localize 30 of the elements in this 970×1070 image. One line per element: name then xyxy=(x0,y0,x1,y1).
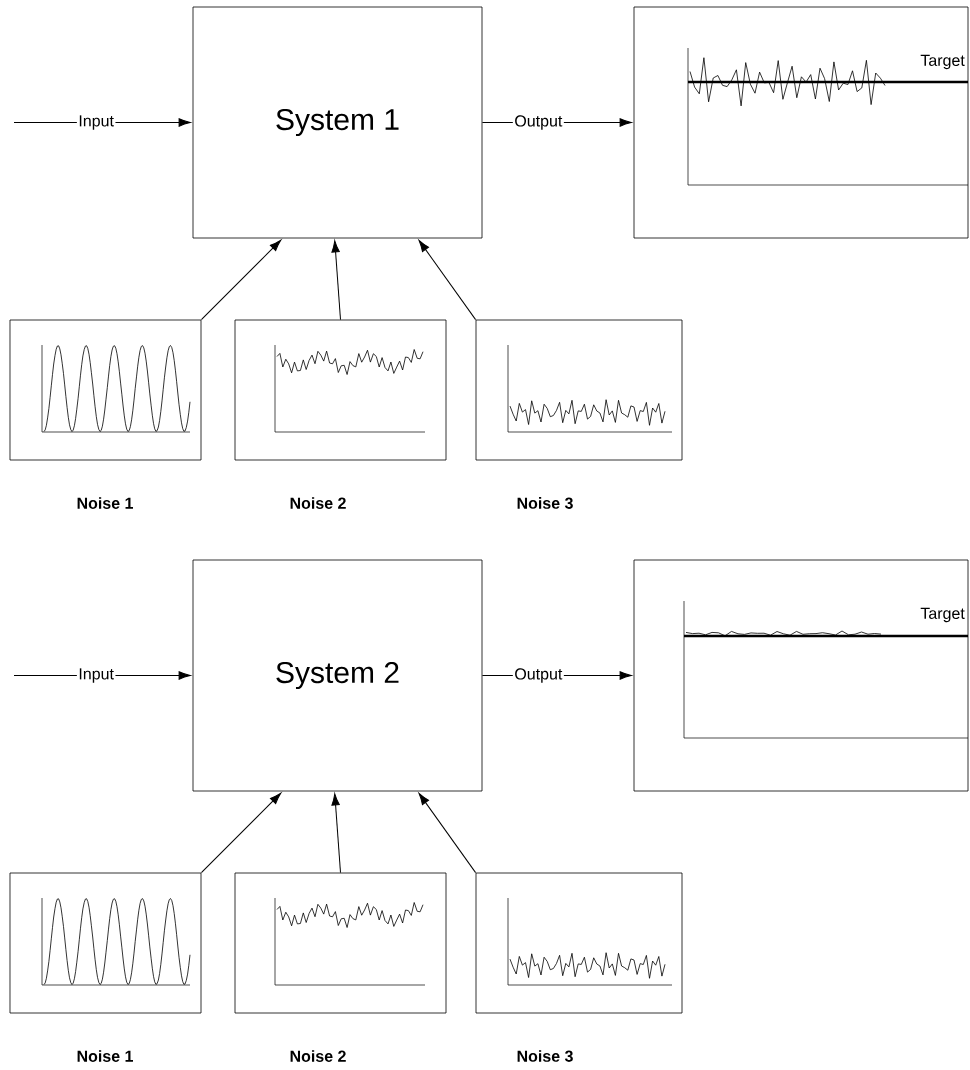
edge-label: Output xyxy=(512,666,564,685)
arrow xyxy=(13,118,191,127)
noise-panel xyxy=(9,872,202,1062)
target-label: Target xyxy=(920,607,965,623)
noise-panel xyxy=(234,319,447,509)
arrow xyxy=(200,792,282,874)
edge-label: Input xyxy=(76,113,116,132)
plot-panel xyxy=(633,559,969,792)
arrow xyxy=(13,671,191,680)
noise-panel xyxy=(9,319,202,509)
noise-panel xyxy=(475,319,683,509)
arrow xyxy=(418,792,477,874)
noise-caption: Noise 2 xyxy=(290,497,346,509)
noise-panel xyxy=(234,872,447,1062)
system-box: System 2 xyxy=(192,559,483,792)
edge-label: Output xyxy=(512,113,564,132)
edge-label: Input xyxy=(76,666,116,685)
arrow xyxy=(418,239,477,321)
arrow xyxy=(200,239,282,321)
noise-caption: Noise 3 xyxy=(517,1050,573,1062)
arrow xyxy=(331,793,341,874)
arrow xyxy=(331,240,341,321)
plot-panel xyxy=(633,6,969,239)
target-label: Target xyxy=(920,54,965,70)
noise-caption: Noise 2 xyxy=(290,1050,346,1062)
noise-caption: Noise 1 xyxy=(77,497,133,509)
noise-caption: Noise 1 xyxy=(77,1050,133,1062)
noise-panel xyxy=(475,872,683,1062)
system-box: System 1 xyxy=(192,6,483,239)
noise-caption: Noise 3 xyxy=(517,497,573,509)
